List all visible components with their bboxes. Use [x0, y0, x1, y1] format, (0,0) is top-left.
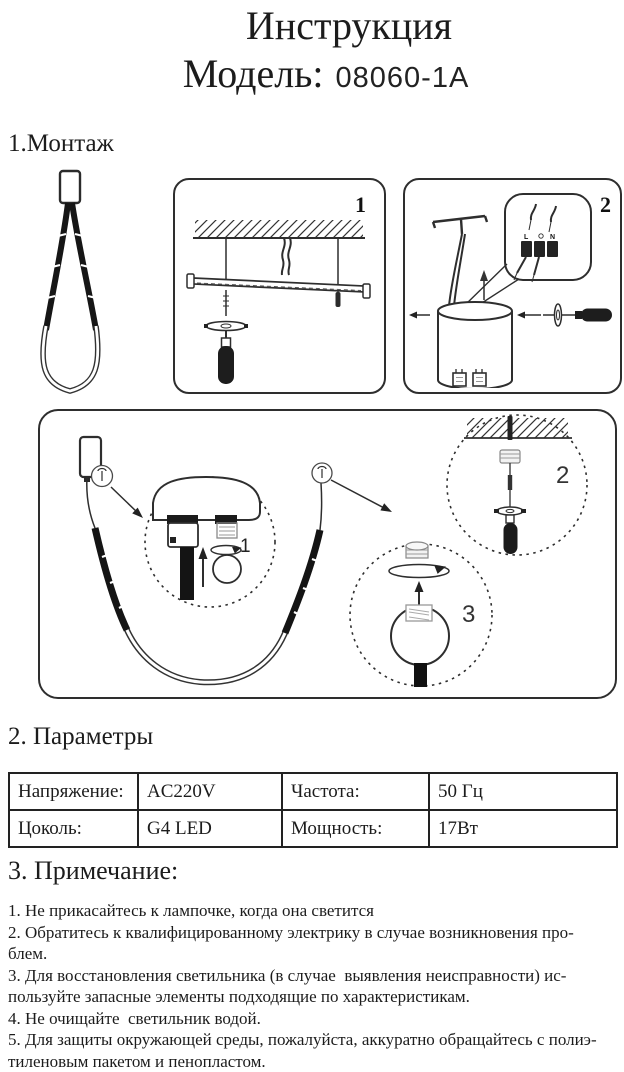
step1-drawing: [186, 220, 371, 384]
page-title: Инструкция: [245, 3, 453, 48]
param-value: G4 LED: [137, 809, 283, 848]
table-row: Напряжение: AC220V Частота: 50 Гц: [8, 772, 618, 811]
screwdriver-icon: [218, 346, 234, 384]
assembly-drawing: 1 2 3: [78, 414, 588, 687]
screw-flange: [553, 303, 563, 327]
ceiling-hatch: [195, 220, 363, 238]
ceiling-canopy: [58, 169, 82, 205]
terminal-block-icon: [521, 241, 532, 257]
wing-flange: [205, 320, 247, 332]
model-label: Модель:: [182, 51, 324, 96]
pointer-arrow-right: [330, 479, 389, 511]
step2-number: 2: [600, 192, 611, 217]
section-heading-montage: 1.Монтаж: [8, 130, 114, 157]
note-line: 5. Для защиты окружающей среды, пожалуйс…: [8, 1030, 597, 1049]
model-number: 08060-1A: [335, 62, 470, 94]
note-line: пользуйте запасные элементы подходящие п…: [8, 987, 470, 1006]
table-row: Цоколь: G4 LED Мощность: 17Вт: [8, 809, 618, 848]
param-label: Цоколь:: [8, 809, 139, 848]
canopy-dome: [152, 475, 261, 521]
parameters-table: Напряжение: AC220V Частота: 50 Гц Цоколь…: [8, 772, 618, 848]
step1-figure: 1: [173, 178, 386, 394]
detail-circle-2: [446, 414, 588, 556]
ceiling-hatch: [467, 418, 568, 438]
screwdriver-icon: [503, 523, 518, 554]
t-bracket: [431, 214, 489, 235]
param-value: 17Вт: [428, 809, 618, 848]
step1-number: 1: [355, 192, 366, 217]
bulb-circle: [212, 554, 242, 584]
notes-list: 1. Не прикасайтесь к лампочке, когда она…: [8, 900, 620, 1072]
model-line: Модель: 08060-1A: [14, 50, 624, 97]
step2-figure: 2: [403, 178, 622, 394]
section-heading-notes: 3. Примечание:: [8, 856, 179, 885]
param-value: 50 Гц: [428, 772, 618, 811]
note-line: тиленовым пакетом и пенопластом.: [8, 1051, 266, 1071]
canopy-cylinder: [437, 311, 513, 380]
cable-end: [180, 547, 194, 600]
param-value: AC220V: [137, 772, 283, 811]
assembly-callout-2: 2: [556, 462, 569, 489]
section-heading-parameters: 2. Параметры: [8, 723, 154, 750]
param-label: Напряжение:: [8, 772, 139, 811]
screwdriver-icon: [581, 308, 612, 322]
param-label: Частота:: [281, 772, 430, 811]
assembly-figure: 1 2 3: [38, 409, 617, 699]
canopy-wires: [448, 233, 463, 307]
bulb-stem: [414, 663, 427, 687]
screw-icon: [507, 416, 513, 440]
pendant-lamp-figure: [40, 169, 101, 394]
terminal-label-l: L: [524, 234, 529, 241]
cable-connector: [167, 522, 199, 548]
note-line: 4. Не очищайте светильник водой.: [8, 1008, 261, 1028]
note-line: 2. Обратитесь к квалифицированному элект…: [8, 922, 574, 942]
supply-wires: [280, 237, 286, 276]
ground-symbol: [538, 233, 544, 239]
note-line: 1. Не прикасайтесь к лампочке, когда она…: [8, 901, 374, 920]
assembly-callout-1: 1: [240, 536, 251, 557]
threaded-socket: [216, 522, 238, 539]
param-label: Мощность:: [281, 809, 430, 848]
terminal-inset-bubble: [504, 193, 592, 281]
pointer-arrow-left: [110, 486, 140, 515]
rotate-arrow: [388, 563, 450, 579]
cable-left: [91, 527, 131, 632]
cable-right: [281, 529, 324, 635]
note-line: блем.: [8, 944, 48, 963]
threaded-adapter: [499, 449, 521, 464]
assembly-callout-3: 3: [462, 601, 475, 628]
cable-loop: [124, 628, 288, 686]
terminal-label-n: N: [550, 234, 555, 241]
note-line: 3. Для восстановления светильника (в слу…: [8, 965, 567, 985]
step2-drawing: L N: [409, 193, 612, 388]
wing-flange: [496, 506, 524, 516]
